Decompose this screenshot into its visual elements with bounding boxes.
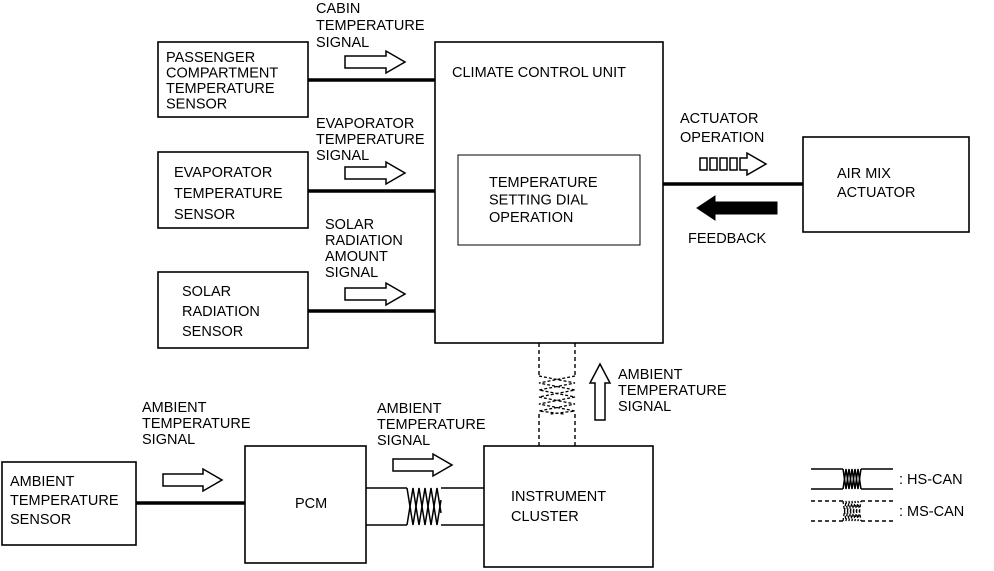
ambient-sensor-label-line-2: TEMPERATURE: [10, 493, 119, 509]
evaporator-sensor-box: [157, 151, 309, 229]
solar-signal-label-line-3: AMOUNT: [325, 249, 388, 265]
evaporator-signal-label-line-2: TEMPERATURE: [316, 132, 425, 148]
dial-label-line-3: OPERATION: [489, 210, 573, 226]
ambient-to-pcm-arrow: [162, 467, 224, 493]
ambient-to-ccu-label-line-1: AMBIENT: [618, 367, 683, 383]
actuator-operation-label-line-1: ACTUATOR: [680, 111, 758, 127]
solar-signal-arrow: [344, 281, 407, 307]
passenger-sensor-label-line-1: PASSENGER: [166, 50, 255, 66]
pcm-box: [244, 445, 367, 564]
feedback-label: FEEDBACK: [688, 231, 766, 247]
ambient-sensor-label-line-1: AMBIENT: [10, 474, 75, 490]
ambient-sensor-label-line-3: SENSOR: [10, 512, 71, 528]
evaporator-sensor-label-line-3: SENSOR: [174, 207, 235, 223]
cabin-signal-label-line-2: TEMPERATURE: [316, 18, 425, 34]
evaporator-sensor-label-line-1: EVAPORATOR: [174, 165, 272, 181]
cabin-signal-arrow: [344, 49, 407, 75]
ambient-to-ccu-label-line-3: SIGNAL: [618, 399, 671, 415]
ambient-to-cluster-arrow: [392, 452, 454, 478]
solar-sensor-label-line-2: RADIATION: [182, 304, 260, 320]
ambient-to-cluster-label-line-3: SIGNAL: [377, 433, 430, 449]
actuator-operation-label-line-2: OPERATION: [680, 130, 764, 146]
ccu-label-line-1: CLIMATE CONTROL UNIT: [452, 65, 626, 81]
ambient-to-ccu-arrow: [588, 362, 612, 421]
ambient-to-cluster-label-line-1: AMBIENT: [377, 401, 442, 417]
ambient-to-ccu-label-line-2: TEMPERATURE: [618, 383, 727, 399]
solar-signal-label-line-4: SIGNAL: [325, 265, 378, 281]
instrument-cluster-box: [483, 445, 654, 568]
passenger-sensor-label-line-3: TEMPERATURE: [166, 81, 275, 97]
legend-hs-can: : HS-CAN: [811, 468, 963, 490]
evaporator-sensor-label-line-2: TEMPERATURE: [174, 186, 283, 202]
cabin-signal-label-line-1: CABIN: [316, 1, 360, 17]
evaporator-sensor-label: EVAPORATOR TEMPERATURE SENSOR: [174, 165, 283, 223]
ambient-to-pcm-label-line-3: SIGNAL: [142, 432, 195, 448]
solar-signal-label-line-1: SOLAR: [325, 217, 374, 233]
dial-label-line-2: SETTING DIAL: [489, 193, 588, 209]
solar-radiation-sensor-box: [157, 271, 309, 349]
actuator-operation-label: ACTUATOR OPERATION: [680, 111, 764, 146]
feedback-label-line-1: FEEDBACK: [688, 231, 766, 247]
ccu-label: CLIMATE CONTROL UNIT: [452, 65, 626, 81]
pcm-label: PCM: [295, 496, 327, 512]
instrument-cluster-label-line-1: INSTRUMENT: [511, 489, 606, 505]
legend-ms-can-label: : MS-CAN: [899, 504, 964, 520]
air-mix-actuator-label-line-2: ACTUATOR: [837, 185, 915, 201]
passenger-compartment-sensor-box: [157, 41, 309, 118]
evaporator-signal-label-line-1: EVAPORATOR: [316, 116, 414, 132]
ambient-to-pcm-label-line-2: TEMPERATURE: [142, 416, 251, 432]
instrument-cluster-label: INSTRUMENT CLUSTER: [511, 489, 606, 525]
feedback-arrow: [696, 195, 778, 221]
evaporator-signal-arrow: [344, 160, 407, 186]
passenger-sensor-label-line-4: SENSOR: [166, 97, 227, 113]
ambient-sensor-label: AMBIENT TEMPERATURE SENSOR: [10, 474, 119, 528]
instrument-cluster-label-line-2: CLUSTER: [511, 509, 579, 525]
ms-can-link: [538, 343, 576, 446]
ambient-to-pcm-label-line-1: AMBIENT: [142, 400, 207, 416]
air-mix-actuator-label-line-1: AIR MIX: [837, 166, 891, 182]
evaporator-signal-label-line-3: SIGNAL: [316, 148, 369, 164]
hs-can-link: [366, 487, 484, 526]
actuator-operation-arrow: [699, 151, 768, 177]
temperature-setting-dial-box: [457, 154, 641, 246]
solar-sensor-label: SOLAR RADIATION SENSOR: [182, 284, 260, 340]
dial-label-line-1: TEMPERATURE: [489, 175, 598, 191]
air-mix-actuator-box: [802, 136, 970, 233]
passenger-sensor-label-line-2: COMPARTMENT: [166, 66, 278, 82]
pcm-label-line-1: PCM: [295, 496, 327, 512]
legend-hs-can-label: : HS-CAN: [899, 472, 963, 488]
cabin-signal-label-line-3: SIGNAL: [316, 35, 369, 51]
solar-signal-label-line-2: RADIATION: [325, 233, 403, 249]
legend-ms-can: : MS-CAN: [811, 500, 964, 522]
solar-sensor-label-line-1: SOLAR: [182, 284, 231, 300]
ambient-to-cluster-label-line-2: TEMPERATURE: [377, 417, 486, 433]
air-mix-actuator-label: AIR MIX ACTUATOR: [837, 166, 915, 201]
ambient-temperature-sensor-box: [1, 461, 137, 546]
solar-sensor-label-line-3: SENSOR: [182, 324, 243, 340]
